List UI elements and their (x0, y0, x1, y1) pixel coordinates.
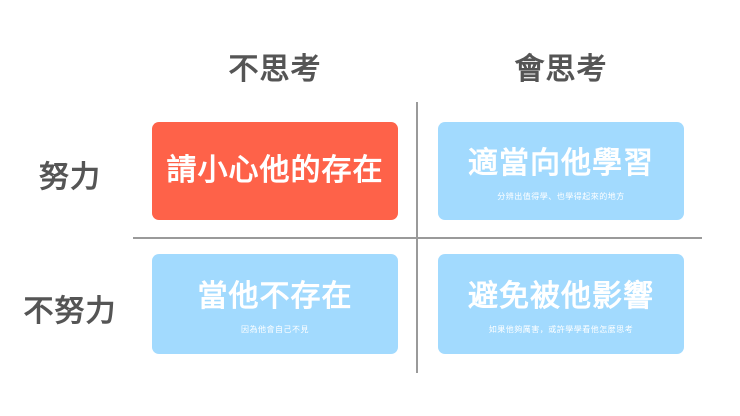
quadrant-title: 適當向他學習 (468, 146, 654, 181)
row-header-no-effort: 不努力 (23, 294, 117, 329)
quadrant-subtitle: 分辨出值得學、也學得起來的地方 (497, 192, 625, 201)
column-header-not-thinking: 不思考 (228, 52, 322, 87)
quadrant-title: 避免被他影響 (468, 279, 654, 314)
quadrant-effort-not-thinking: 請小心他的存在 (152, 122, 398, 220)
column-header-thinking: 會思考 (514, 52, 608, 87)
quadrant-no-effort-not-thinking: 當他不存在 因為他會自己不見 (152, 254, 398, 354)
quadrant-no-effort-thinking: 避免被他影響 如果他夠厲害，或許學學看他怎麼思考 (438, 254, 684, 354)
quadrant-title: 請小心他的存在 (166, 153, 384, 188)
quadrant-effort-thinking: 適當向他學習 分辨出值得學、也學得起來的地方 (438, 122, 684, 220)
quadrant-subtitle: 因為他會自己不見 (241, 325, 309, 334)
vertical-axis-divider (416, 102, 418, 373)
quadrant-subtitle: 如果他夠厲害，或許學學看他怎麼思考 (488, 325, 634, 334)
row-header-effort: 努力 (39, 160, 101, 195)
quadrant-title: 當他不存在 (197, 279, 353, 314)
